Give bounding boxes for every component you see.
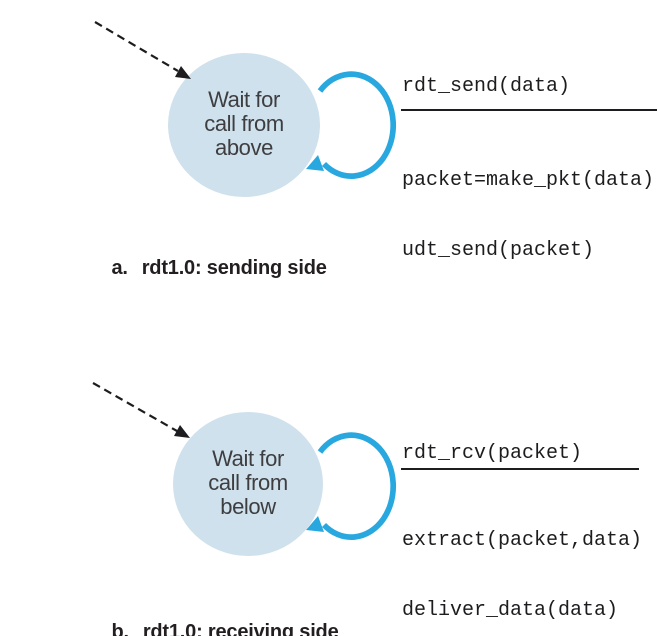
state-label-line: Wait for xyxy=(212,446,284,471)
caption-text: rdt1.0: sending side xyxy=(141,257,327,279)
transition-actions: extract(packet,data) deliver_data(data) xyxy=(402,483,642,636)
state-label-line: call from xyxy=(208,470,288,495)
transition-actions: packet=make_pkt(data) udt_send(packet) xyxy=(402,123,654,308)
state-ellipse-wait-call-below xyxy=(173,412,323,556)
fsm-sending-shapes xyxy=(94,21,397,197)
initial-transition-arrowhead-icon xyxy=(175,66,191,79)
caption-prefix: a. xyxy=(111,257,128,279)
self-loop-arrow xyxy=(317,432,397,540)
fsm-receiving-shapes xyxy=(92,382,397,556)
transition-action-line: deliver_data(data) xyxy=(402,598,619,622)
caption-text: rdt1.0: receiving side xyxy=(142,621,339,636)
self-loop-arrowhead-icon xyxy=(306,516,324,532)
transition-action-line: udt_send(packet) xyxy=(402,238,595,262)
caption-sending-side: a. rdt1.0: sending side xyxy=(90,234,327,303)
transition-event-label: rdt_send(data) xyxy=(402,75,571,98)
self-loop-arrowhead-icon xyxy=(306,155,324,171)
caption-receiving-side: b. rdt1.0: receiving side xyxy=(90,598,339,636)
caption-prefix: b. xyxy=(111,621,129,636)
transition-action-line: packet=make_pkt(data) xyxy=(402,169,655,192)
state-label-line: Wait for xyxy=(208,87,280,112)
initial-transition-arrowhead-icon xyxy=(174,425,190,438)
state-label-line: call from xyxy=(204,111,284,136)
state-label-line: below xyxy=(220,494,276,519)
state-ellipse-wait-call-above xyxy=(168,53,320,197)
state-label-wait-call-above: Wait for call from above xyxy=(164,88,324,160)
event-action-divider xyxy=(401,468,639,470)
event-action-divider xyxy=(401,109,657,111)
state-label-line: above xyxy=(215,135,273,160)
initial-transition-arrow xyxy=(94,21,179,72)
self-loop-arrow xyxy=(317,71,397,179)
initial-transition-arrow xyxy=(92,382,178,432)
state-label-wait-call-below: Wait for call from below xyxy=(168,447,328,519)
transition-event-label: rdt_rcv(packet) xyxy=(402,442,583,465)
transition-action-line: extract(packet,data) xyxy=(402,529,643,552)
